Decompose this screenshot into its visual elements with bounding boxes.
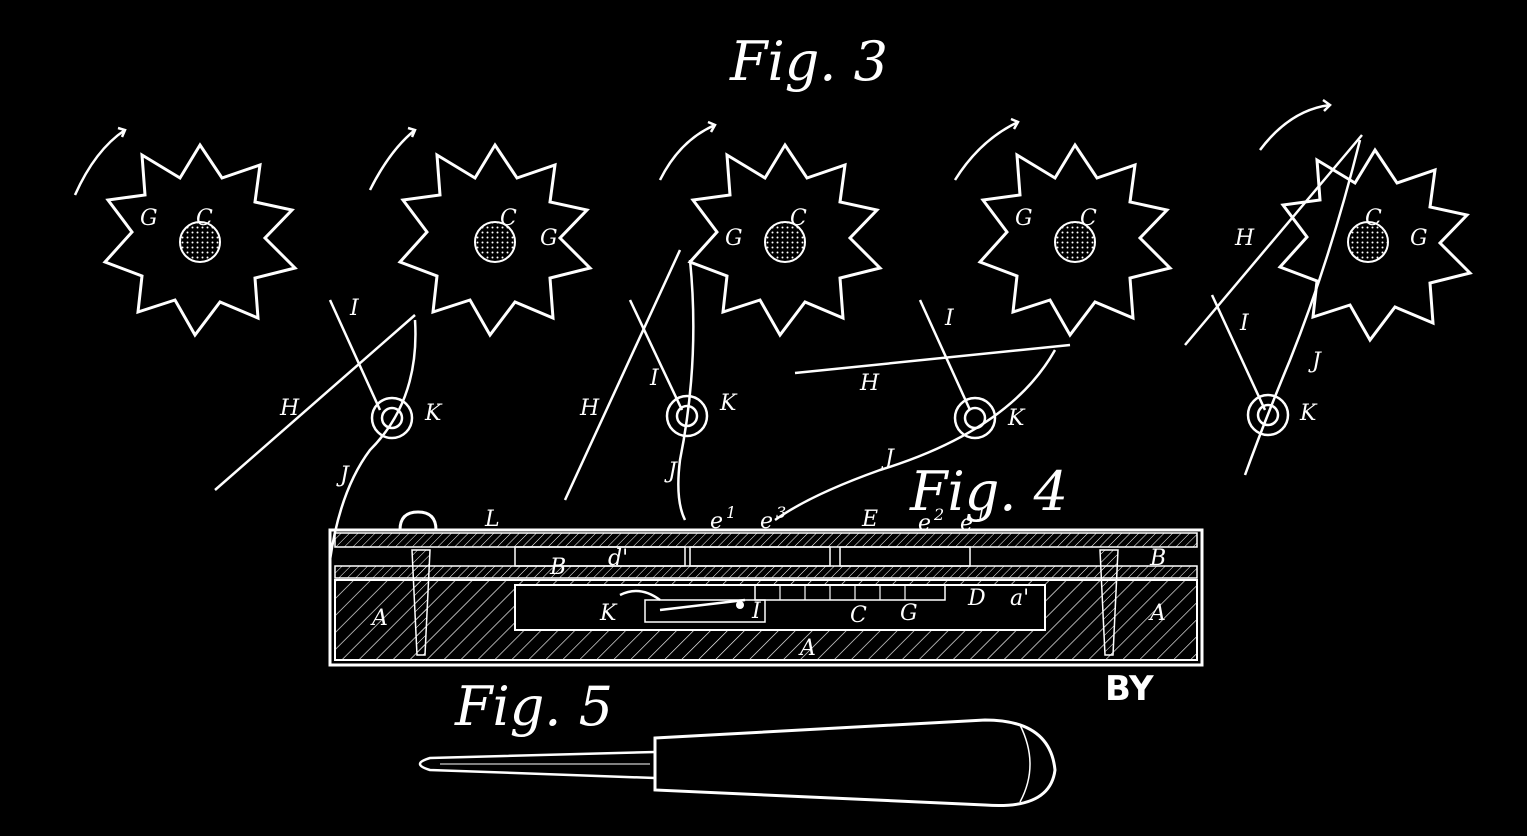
label-e2-sup: 2 (933, 505, 944, 524)
label-e1: e (710, 509, 723, 534)
fig5-title: Fig. 5 (454, 675, 613, 738)
label-e1-sup: 1 (726, 503, 736, 522)
label-h-3: H (579, 396, 600, 421)
label-g-4: G (1015, 206, 1033, 231)
label-i-1: I (349, 296, 360, 321)
fig3-wheel-4: G C I H K J (774, 117, 1172, 522)
label-i: I (751, 599, 762, 624)
label-a-bottom: A (798, 636, 816, 661)
label-e3: e (760, 509, 773, 534)
by-label: BY (1105, 669, 1154, 709)
fig3-wheel-5: C G I H K J (1184, 98, 1472, 476)
label-c-3: C (790, 206, 807, 231)
label-j-1: J (336, 463, 350, 488)
label-h-5: H (1234, 226, 1255, 251)
label-k-3: K (719, 391, 738, 416)
lever-i-1 (328, 299, 382, 411)
wire-j-1 (328, 319, 417, 561)
fig4-cross-section: L e 1 e 3 E e 2 e 1 B B A A A K I C G D … (328, 503, 1204, 667)
label-i-3: I (649, 366, 660, 391)
label-a-left: A (370, 606, 388, 631)
label-j-4: J (881, 446, 895, 471)
label-e4-sup: 1 (976, 505, 986, 524)
label-a-right: A (1148, 601, 1166, 626)
label-e2: e (918, 511, 931, 536)
label-a-prime: a' (1010, 586, 1029, 611)
label-g-3: G (725, 226, 743, 251)
fig3-wheel-3: G C I H K J (563, 120, 882, 521)
label-c-1: C (196, 206, 213, 231)
label-h-4: H (859, 371, 880, 396)
label-g-1: G (140, 206, 158, 231)
label-g-2: G (540, 226, 558, 251)
fig4-title: Fig. 4 (909, 460, 1068, 523)
label-d-prime: d' (608, 546, 628, 571)
rod-h-1 (214, 314, 416, 491)
label-c: C (850, 603, 867, 628)
label-i-4: I (944, 306, 955, 331)
label-e: E (861, 507, 878, 532)
label-c-2: C (500, 206, 517, 231)
label-e4: e (960, 511, 973, 536)
axle-1 (179, 221, 221, 263)
label-l: L (484, 507, 500, 532)
label-e3-sup: 3 (776, 503, 786, 522)
label-c-5: C (1365, 206, 1382, 231)
label-j-5: J (1308, 349, 1322, 374)
label-k-1: K (424, 401, 443, 426)
label-g-5: G (1410, 226, 1428, 251)
fig3-title: Fig. 3 (729, 30, 888, 93)
fig3-wheel-2: C G (368, 126, 592, 337)
label-h-1: H (279, 396, 300, 421)
fig5-tool (418, 718, 1057, 808)
label-b-right: B (1149, 546, 1166, 571)
fig3-wheel-1: G C I H K J (73, 126, 443, 561)
label-k-4: K (1007, 406, 1026, 431)
label-g: G (900, 601, 918, 626)
label-j-3: J (664, 459, 678, 484)
label-d: D (967, 586, 986, 611)
ring-k-1 (370, 396, 414, 440)
label-c-4: C (1080, 206, 1097, 231)
label-i-5: I (1239, 311, 1250, 336)
rotation-arrow-1 (73, 128, 126, 196)
label-k: K (599, 601, 618, 626)
label-b-center: B (549, 555, 566, 580)
label-k-5: K (1299, 401, 1318, 426)
